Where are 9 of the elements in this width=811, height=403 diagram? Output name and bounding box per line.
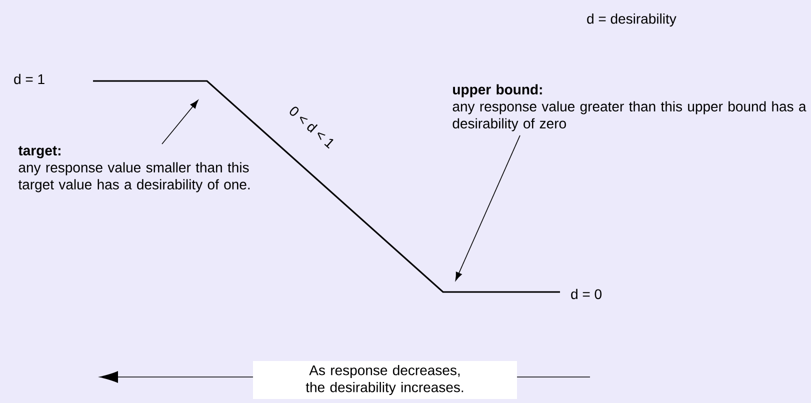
level-label: d = 1 [14, 74, 44, 84]
slope-label: 0 < d < 1 [290, 106, 334, 149]
annotation-text: upper bound: any response value greater than this upper bound has a desirability of zero [452, 84, 806, 132]
leader-line [162, 100, 198, 144]
leader-line [455, 135, 520, 281]
equation-label: d = desirability [587, 13, 676, 27]
arrow-caption: As response decreases, the desirability increases. [253, 360, 517, 400]
level-label: d = 0 [571, 288, 602, 300]
annotation-text: target: any response value smaller than this target value has a desirability of one. [18, 146, 250, 192]
